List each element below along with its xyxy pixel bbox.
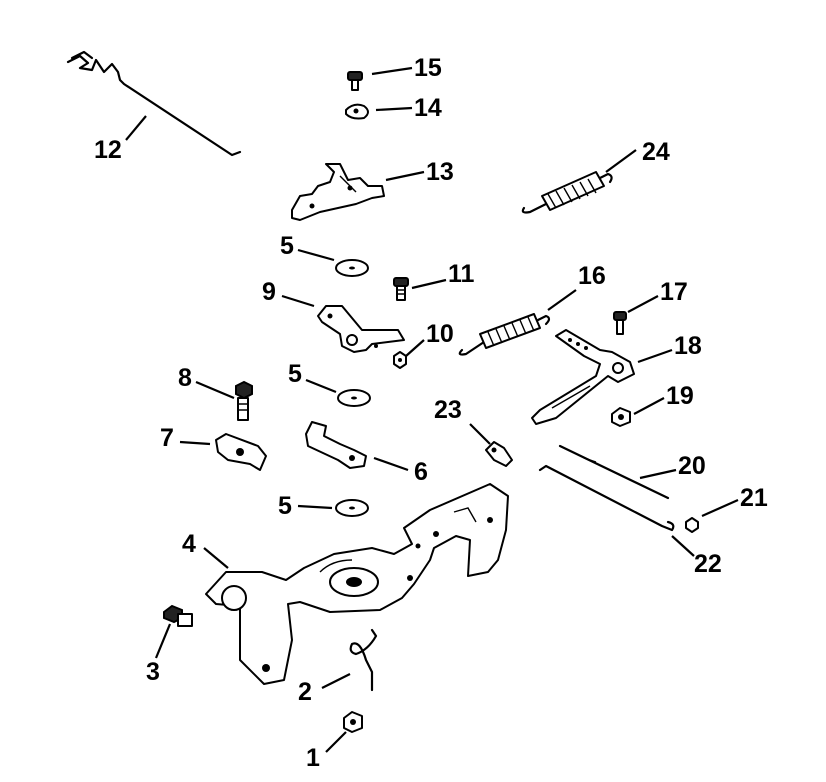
- callout-16: 16: [578, 262, 606, 290]
- callout-12: 12: [94, 136, 122, 164]
- callout-7: 7: [160, 424, 174, 452]
- part-16-spring: [458, 313, 551, 356]
- callout-1: 1: [306, 744, 320, 772]
- callout-15: 15: [414, 54, 442, 82]
- part-2-spring-clip: [349, 628, 378, 692]
- callout-18: 18: [674, 332, 702, 360]
- part-23-clip: [485, 441, 513, 467]
- callout-6: 6: [414, 458, 428, 486]
- part-10-nut: [393, 351, 407, 369]
- part-3-bolt: [163, 604, 193, 627]
- callout-8: 8: [178, 364, 192, 392]
- part-17-screw: [613, 311, 627, 335]
- part-8-bolt: [235, 380, 253, 421]
- callout-11: 11: [448, 260, 475, 288]
- callout-2: 2: [298, 678, 312, 706]
- part-14-washer: [345, 103, 369, 120]
- callout-24: 24: [642, 138, 670, 166]
- callout-5-mid: 5: [288, 360, 302, 388]
- callout-17: 17: [660, 278, 688, 306]
- callout-13: 13: [426, 158, 454, 186]
- part-7-clip: [215, 433, 267, 471]
- leader-lines: [125, 66, 739, 753]
- callout-22: 22: [694, 550, 722, 578]
- callout-5-low: 5: [278, 492, 292, 520]
- part-5-washer: [335, 499, 369, 517]
- callout-10: 10: [426, 320, 454, 348]
- part-12-link-rod: [66, 50, 242, 157]
- part-5-washer: [335, 259, 369, 277]
- part-20-rod: [558, 444, 670, 500]
- part-13-lever-bracket: [291, 163, 385, 221]
- part-11-bolt: [393, 277, 409, 301]
- part-21-nut: [685, 517, 699, 533]
- part-9-lever: [317, 305, 405, 353]
- callout-3: 3: [146, 658, 160, 686]
- part-15-screw: [347, 71, 363, 91]
- part-1-nut: [343, 711, 363, 733]
- callout-19: 19: [666, 382, 694, 410]
- callout-labels: 15 14 12 13 24 5 11 16 9 17 10 18 8 5 19…: [94, 54, 768, 772]
- callout-21: 21: [740, 484, 768, 512]
- part-19-nut: [611, 407, 631, 427]
- part-4-main-bracket: [205, 483, 509, 685]
- callout-4: 4: [182, 530, 196, 558]
- callout-9: 9: [262, 278, 276, 306]
- callout-23: 23: [434, 396, 462, 424]
- callout-5-top: 5: [280, 232, 294, 260]
- part-24-spring: [521, 171, 613, 214]
- part-6-plate-lever: [305, 421, 367, 469]
- part-22-rod: [538, 464, 675, 532]
- callout-14: 14: [414, 94, 442, 122]
- part-18-control-arm: [531, 329, 635, 425]
- part-5-washer: [337, 389, 371, 407]
- callout-20: 20: [678, 452, 706, 480]
